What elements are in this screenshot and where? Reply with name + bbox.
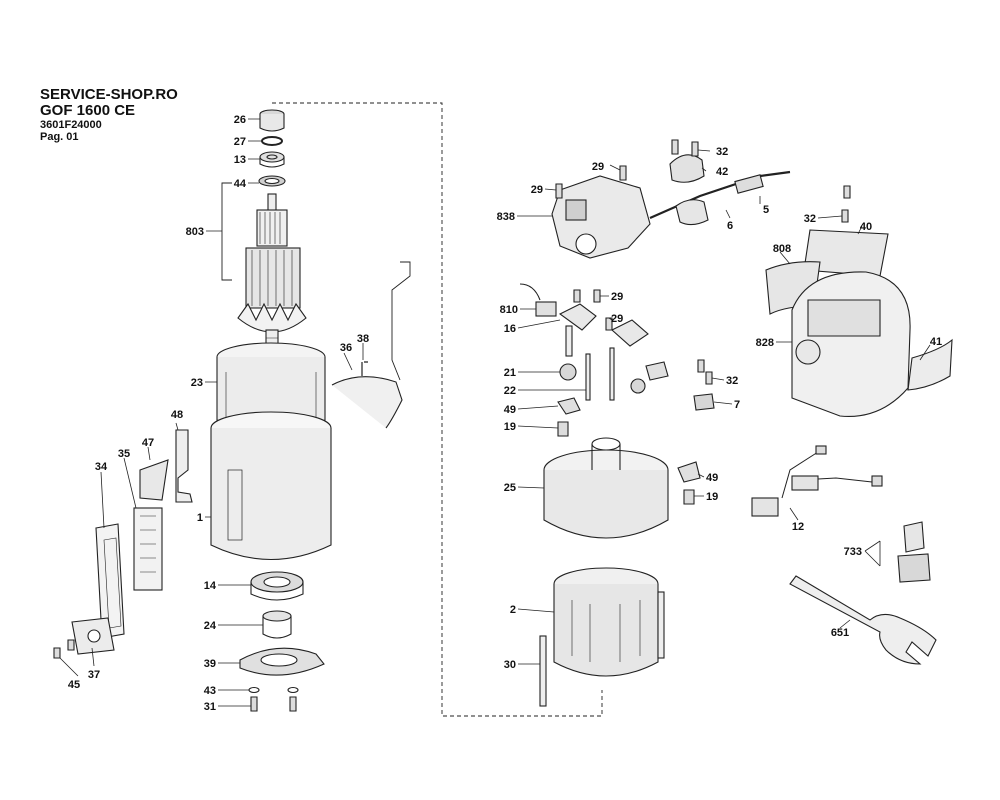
callout-31: 31: [204, 701, 216, 713]
callout-21: 21: [504, 367, 516, 379]
callout-42: 42: [716, 166, 728, 178]
assembly-link-line: [272, 102, 603, 717]
part-23-stator-housing: [216, 342, 326, 432]
part-49-lever-a: [557, 397, 581, 415]
part-733-collet: [897, 521, 931, 583]
part-37-clamp: [71, 617, 115, 655]
part-2-field-coil: [553, 567, 659, 677]
part-29-32-small-screws: [555, 139, 851, 385]
part-1-motor-housing: [210, 411, 332, 561]
callout-37: 37: [88, 669, 100, 681]
shop-title: SERVICE-SHOP.RO: [40, 86, 178, 103]
part-44-washer: [258, 175, 286, 187]
callout-41: 41: [930, 336, 942, 348]
callout-47: 47: [142, 437, 154, 449]
callout-12: 12: [792, 521, 804, 533]
part-30-long-screws: [539, 591, 665, 707]
callout-810: 810: [500, 304, 518, 316]
callout-23: 23: [191, 377, 203, 389]
callout-6: 6: [727, 220, 733, 232]
part-47-35-electronics: [133, 459, 169, 591]
callout-24: 24: [204, 620, 217, 632]
part-25-motor-shell: [543, 437, 669, 539]
part-22-brush-shunts: [585, 347, 615, 401]
part-36-38-brush-ring: [331, 261, 411, 429]
callout-43: 43: [204, 685, 216, 697]
model-title: GOF 1600 CE: [40, 102, 136, 119]
part-42-cable-clamp: [669, 154, 705, 183]
leader-lines: [59, 118, 931, 707]
part-number: 3601F24000: [40, 119, 102, 131]
part-5-6-cable: [649, 170, 791, 226]
callout-29: 29: [531, 184, 543, 196]
part-43-washer-b: [287, 686, 299, 694]
part-49-lever-b: [677, 461, 701, 483]
callout-34: 34: [95, 461, 108, 473]
callout-32: 32: [716, 146, 728, 158]
part-45-screws: [53, 639, 75, 659]
bracket-803: [221, 182, 232, 281]
callout-49: 49: [504, 404, 516, 416]
part-21-spring-b: [630, 378, 646, 394]
callout-49: 49: [706, 472, 718, 484]
callout-14: 14: [204, 580, 217, 592]
part-26-nut: [259, 109, 285, 132]
callout-48: 48: [171, 409, 183, 421]
callout-38: 38: [357, 333, 369, 345]
callout-27: 27: [234, 136, 246, 148]
callout-803: 803: [186, 226, 204, 238]
part-24-sleeve: [262, 610, 292, 639]
callout-45: 45: [68, 679, 80, 691]
part-7-brush-b: [645, 361, 715, 411]
callout-29: 29: [592, 161, 604, 173]
callout-30: 30: [504, 659, 516, 671]
part-14-bearing: [250, 571, 304, 601]
callout-19: 19: [706, 491, 718, 503]
callout-838: 838: [497, 211, 515, 223]
callout-29: 29: [611, 291, 623, 303]
callout-5: 5: [763, 204, 769, 216]
callout-35: 35: [118, 448, 130, 460]
callout-36: 36: [340, 342, 352, 354]
part-810-brush: [519, 283, 557, 317]
callout-808: 808: [773, 243, 791, 255]
callout-32: 32: [726, 375, 738, 387]
callout-828: 828: [756, 337, 774, 349]
callout-2: 2: [510, 604, 516, 616]
callout-44: 44: [234, 178, 247, 190]
part-34-cover-plate: [95, 523, 125, 639]
callout-40: 40: [860, 221, 872, 233]
callout-651: 651: [831, 627, 849, 639]
part-39-flange: [239, 647, 325, 676]
page-number: Pag. 01: [40, 131, 79, 143]
callout-22: 22: [504, 385, 516, 397]
callout-39: 39: [204, 658, 216, 670]
callout-733: 733: [844, 546, 862, 558]
part-41-label: [907, 338, 953, 391]
part-19-screw-a: [557, 421, 569, 437]
callout-19: 19: [504, 421, 516, 433]
callout-7: 7: [734, 399, 740, 411]
callout-25: 25: [504, 482, 516, 494]
callout-32: 32: [804, 213, 816, 225]
part-12-wiring: [751, 445, 883, 517]
callout-16: 16: [504, 323, 516, 335]
callout-29: 29: [611, 313, 623, 325]
callout-1: 1: [197, 512, 203, 524]
part-48-switch: [175, 429, 193, 503]
part-651-wrench: [789, 575, 937, 665]
part-16-brush-holders: [558, 303, 649, 357]
part-838-housing-cap: [551, 175, 651, 259]
callout-26: 26: [234, 114, 246, 126]
part-13-bearing: [259, 151, 285, 168]
part-828-motor-cap: [791, 271, 911, 417]
callout-13: 13: [234, 154, 246, 166]
part-19-screw-b: [683, 489, 695, 505]
